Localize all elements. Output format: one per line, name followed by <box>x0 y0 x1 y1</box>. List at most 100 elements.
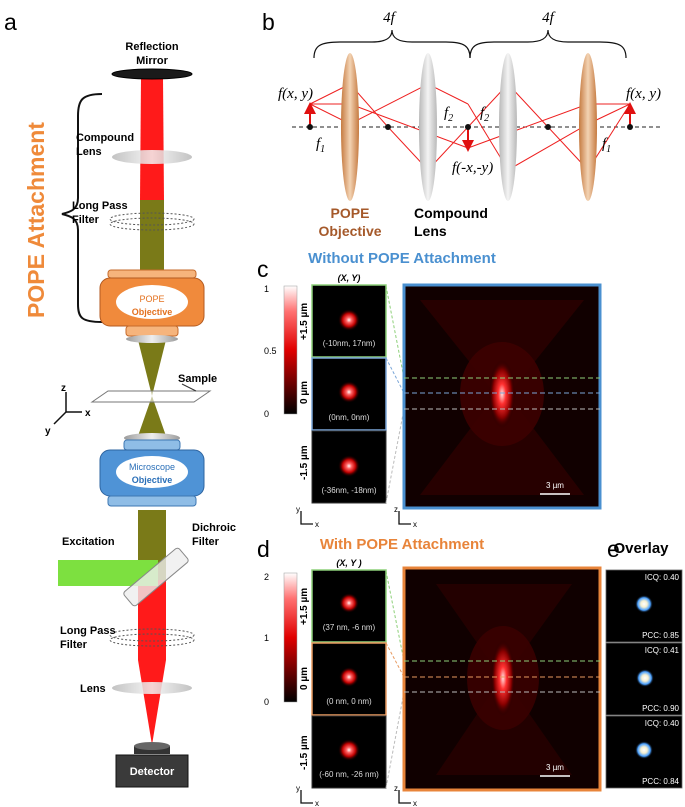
dichroic-label-2: Filter <box>192 536 220 548</box>
f2-right: f2 <box>480 105 489 124</box>
span-4f-left: 4f <box>383 10 397 26</box>
mic-obj-label-2: Objective <box>132 475 173 485</box>
brace-4f-left <box>313 29 471 59</box>
span-4f-right: 4f <box>542 10 556 26</box>
compound-lens-right <box>499 53 517 201</box>
lens-label: Lens <box>80 683 106 695</box>
title-e: Overlay <box>613 540 669 557</box>
beam-detector-cone <box>138 660 166 745</box>
axis-z-a: z <box>61 383 66 394</box>
axes-xyz-a <box>53 392 82 425</box>
connector-d-mid <box>385 642 405 678</box>
psf-tile-c-top <box>311 284 387 358</box>
lpf-top-label-2: Filter <box>72 214 100 226</box>
f2-left: f2 <box>444 105 453 124</box>
pope-objective <box>99 269 205 343</box>
scale-label-d: 3 µm <box>546 763 564 772</box>
f-label-center: f(-x,-y) <box>452 160 493 176</box>
xz-image-c <box>402 283 602 510</box>
beam-top-olive <box>140 200 164 270</box>
lpf-top-label-1: Long Pass <box>72 200 128 212</box>
psf-tile-d-mid <box>311 642 387 716</box>
sample-pointer <box>181 383 197 392</box>
z-label-d-bottom: -1.5 µm <box>299 735 310 770</box>
colorbar-c <box>283 285 298 415</box>
beam-top-red <box>140 78 164 200</box>
panel-e: e Overlay ICQ: 0.40 PCC: 0.85 ICQ: 0.41 … <box>605 536 683 789</box>
overlay-tile-2 <box>605 642 683 716</box>
colorbar-c-tick-bottom: 0 <box>264 409 269 419</box>
sample-label: Sample <box>178 373 217 385</box>
pope-label-2: Objective <box>318 223 381 239</box>
colorbar-c-tick-top: 1 <box>264 284 269 294</box>
axes-zx-d <box>398 790 411 804</box>
lpf-bottom-label-1: Long Pass <box>60 625 116 637</box>
focal-point-5 <box>627 124 633 130</box>
mirror-label-1: Reflection <box>125 41 178 53</box>
focal-point-1 <box>307 124 313 130</box>
long-pass-filter-top <box>109 212 195 231</box>
icq-1: ICQ: 0.40 <box>645 573 680 582</box>
compound-lens-a <box>112 150 192 164</box>
panel-d: d With POPE Attachment 2 1 0 (X, Y ) +1.… <box>257 536 602 807</box>
axis-x2-d: x <box>413 799 417 807</box>
pcc-1: PCC: 0.85 <box>642 631 679 640</box>
overlay-tile-1 <box>605 569 683 643</box>
axes-yx-c <box>300 511 313 525</box>
xy-header-d: (X, Y ) <box>336 558 361 568</box>
title-c: Without POPE Attachment <box>308 250 496 267</box>
panel-letter-a: a <box>4 9 17 35</box>
beam-bottom-red <box>138 580 166 660</box>
attachment-brace <box>61 93 103 323</box>
xy-header-c: (X, Y) <box>338 273 361 283</box>
focal-point-2 <box>385 124 391 130</box>
axis-y-d: y <box>296 784 300 793</box>
axis-x-d: x <box>315 799 319 807</box>
colorbar-d-tick-mid: 1 <box>264 633 269 643</box>
detector <box>115 742 189 788</box>
z-label-d-mid: 0 µm <box>299 667 310 690</box>
icq-2: ICQ: 0.41 <box>645 646 680 655</box>
psf-tile-c-mid <box>311 357 387 431</box>
coord-d-bottom: (-60 nm, -26 nm) <box>319 770 379 779</box>
pope-attachment-title: POPE Attachment <box>23 122 49 318</box>
lpf-bottom-label-2: Filter <box>60 639 88 651</box>
overlay-tile-3 <box>605 715 683 789</box>
z-label-c-bottom: -1.5 µm <box>299 445 310 480</box>
dichroic-filter <box>123 547 189 607</box>
xz-image-d <box>402 566 602 792</box>
psf-tile-d-top <box>311 569 387 643</box>
connector-d-top <box>385 570 405 662</box>
pope-obj-label-2: Objective <box>132 307 173 317</box>
axis-x-c: x <box>315 520 319 529</box>
axes-zx-c <box>398 511 411 525</box>
f-label-left: f(x, y) <box>278 86 313 102</box>
pope-obj-label-1: POPE <box>139 294 164 304</box>
psf-tile-d-bottom <box>311 715 387 789</box>
connector-c-bottom <box>385 408 405 504</box>
panel-letter-d: d <box>257 536 270 562</box>
compound-b-label-1: Compound <box>414 205 488 221</box>
title-d: With POPE Attachment <box>320 536 484 553</box>
panel-letter-b: b <box>262 9 275 35</box>
axis-y-c: y <box>296 505 300 514</box>
beam-sample-bottom-cone <box>138 396 166 436</box>
compound-lens-left <box>419 53 437 201</box>
beam-sample-top-cone <box>138 340 166 396</box>
psf-tile-c-bottom <box>311 430 387 504</box>
panel-b: b 4f 4f f(x, <box>262 9 661 239</box>
panel-letter-e: e <box>607 536 620 562</box>
axis-z-d: z <box>394 784 398 793</box>
pope-lens-right <box>579 53 597 201</box>
connector-c-top <box>385 285 405 379</box>
excitation-label: Excitation <box>62 536 115 548</box>
colorbar-d <box>283 572 298 703</box>
z-label-c-top: +1.5 µm <box>299 303 310 340</box>
microscope-objective <box>99 433 205 507</box>
reflection-mirror <box>111 68 193 80</box>
panel-a: a POPE Attachment Reflection Mirror Comp… <box>4 9 236 788</box>
sample-slide <box>90 390 212 403</box>
axis-z-c: z <box>394 505 398 514</box>
axis-y-a: y <box>45 426 51 437</box>
